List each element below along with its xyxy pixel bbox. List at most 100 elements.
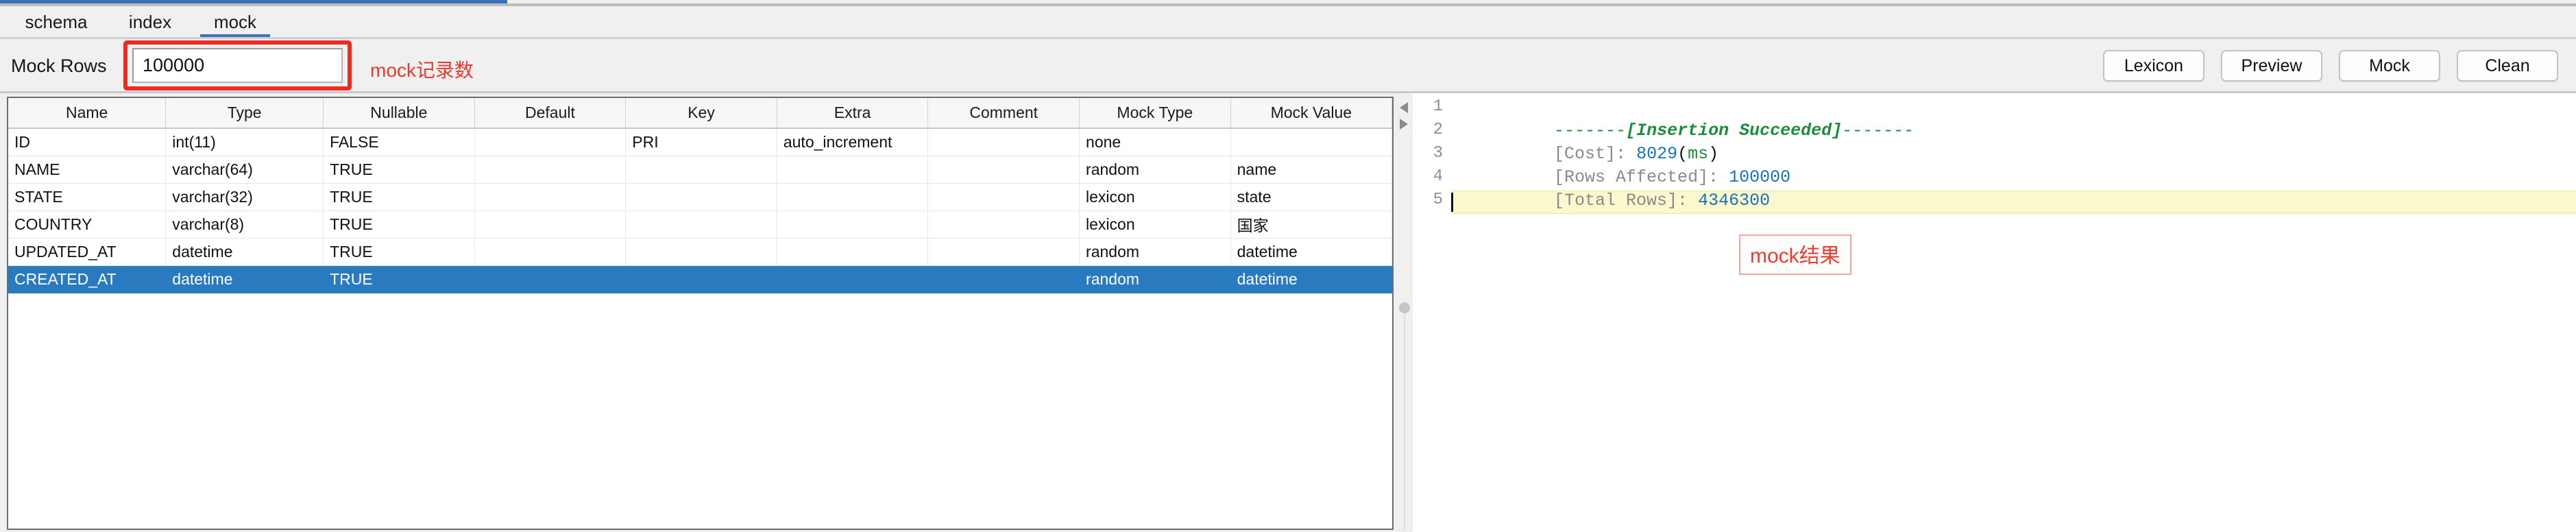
cell-default[interactable] bbox=[474, 156, 627, 184]
column-header-default[interactable]: Default bbox=[474, 98, 627, 129]
column-header-name[interactable]: Name bbox=[8, 98, 167, 129]
cell-default[interactable] bbox=[474, 183, 627, 211]
line-number: 4 bbox=[1433, 167, 1443, 186]
cell-mock-value[interactable]: state bbox=[1230, 183, 1392, 211]
table-row[interactable]: UPDATED_AT datetime TRUE random datetime bbox=[8, 238, 1392, 266]
cell-key[interactable] bbox=[625, 210, 777, 239]
cell-extra[interactable] bbox=[777, 210, 929, 239]
cell-comment[interactable] bbox=[927, 265, 1080, 293]
cell-name[interactable]: ID bbox=[8, 128, 167, 156]
cell-extra[interactable] bbox=[777, 265, 929, 293]
table-row[interactable]: NAME varchar(64) TRUE random name bbox=[8, 156, 1392, 184]
cell-nullable[interactable]: FALSE bbox=[323, 128, 475, 156]
cell-mock-value[interactable]: name bbox=[1230, 156, 1392, 184]
cell-extra[interactable] bbox=[777, 238, 929, 266]
column-header-type[interactable]: Type bbox=[165, 98, 324, 129]
cell-key[interactable]: PRI bbox=[625, 128, 777, 156]
column-header-mock-type[interactable]: Mock Type bbox=[1079, 98, 1231, 129]
table-row[interactable]: STATE varchar(32) TRUE lexicon state bbox=[8, 183, 1392, 211]
mock-rows-input[interactable] bbox=[132, 48, 343, 83]
collapse-left-arrow-icon[interactable] bbox=[1400, 102, 1408, 113]
mock-output-console[interactable]: 1 2 3 4 5 -------[Insertion Succeeded]--… bbox=[1413, 93, 2576, 532]
line1-title: [Insertion Succeeded] bbox=[1626, 121, 1843, 141]
cell-mock-value[interactable]: datetime bbox=[1230, 265, 1392, 293]
splitter-line bbox=[1404, 315, 1405, 530]
cell-nullable[interactable]: TRUE bbox=[323, 265, 475, 293]
panel-splitter[interactable] bbox=[1396, 97, 1413, 530]
columns-grid-panel[interactable]: Name Type Nullable Default Key Extra Com… bbox=[7, 97, 1394, 530]
cell-mock-type[interactable]: lexicon bbox=[1079, 183, 1231, 211]
top-divider bbox=[0, 3, 2576, 6]
column-header-nullable[interactable]: Nullable bbox=[323, 98, 475, 129]
cell-name[interactable]: NAME bbox=[8, 156, 167, 184]
mock-toolbar: Mock Rows mock记录数 Lexicon Preview Mock C… bbox=[0, 39, 2576, 93]
tab-mock[interactable]: mock bbox=[191, 6, 280, 38]
window-accent-stub bbox=[0, 0, 507, 5]
cell-name[interactable]: COUNTRY bbox=[8, 210, 167, 239]
cell-type[interactable]: varchar(8) bbox=[165, 210, 324, 239]
cell-extra[interactable]: auto_increment bbox=[777, 128, 929, 156]
table-row[interactable]: ID int(11) FALSE PRI auto_increment none bbox=[8, 128, 1392, 156]
total-rows-label: [Total Rows]: bbox=[1554, 191, 1699, 210]
cell-type[interactable]: varchar(64) bbox=[165, 156, 324, 184]
cell-extra[interactable] bbox=[777, 183, 929, 211]
cell-default[interactable] bbox=[474, 210, 627, 239]
column-header-comment[interactable]: Comment bbox=[927, 98, 1080, 129]
lexicon-button[interactable]: Lexicon bbox=[2103, 50, 2204, 82]
cell-key[interactable] bbox=[625, 183, 777, 211]
cost-close-paren: ) bbox=[1708, 144, 1719, 164]
cell-nullable[interactable]: TRUE bbox=[323, 156, 475, 184]
cell-comment[interactable] bbox=[927, 238, 1080, 266]
cell-key[interactable] bbox=[625, 265, 777, 293]
preview-button[interactable]: Preview bbox=[2221, 50, 2322, 82]
cell-mock-value[interactable] bbox=[1230, 128, 1392, 156]
tab-schema[interactable]: schema bbox=[5, 6, 107, 38]
cell-mock-value[interactable]: 国家 bbox=[1230, 210, 1392, 239]
cell-mock-type[interactable]: random bbox=[1079, 156, 1231, 184]
cell-default[interactable] bbox=[474, 128, 627, 156]
column-header-extra[interactable]: Extra bbox=[777, 98, 929, 129]
collapse-right-arrow-icon[interactable] bbox=[1400, 119, 1408, 130]
cell-comment[interactable] bbox=[927, 128, 1080, 156]
columns-table: Name Type Nullable Default Key Extra Com… bbox=[8, 98, 1392, 293]
cell-type[interactable]: datetime bbox=[165, 265, 324, 293]
table-row-selected[interactable]: CREATED_AT datetime TRUE random datetime bbox=[8, 265, 1392, 293]
cell-extra[interactable] bbox=[777, 156, 929, 184]
splitter-grip-icon[interactable] bbox=[1399, 302, 1410, 313]
cell-nullable[interactable]: TRUE bbox=[323, 210, 475, 239]
cell-name[interactable]: UPDATED_AT bbox=[8, 238, 167, 266]
cell-nullable[interactable]: TRUE bbox=[323, 183, 475, 211]
cell-mock-type[interactable]: random bbox=[1079, 238, 1231, 266]
clean-button[interactable]: Clean bbox=[2457, 50, 2558, 82]
cell-key[interactable] bbox=[625, 238, 777, 266]
column-header-mock-value[interactable]: Mock Value bbox=[1230, 98, 1392, 129]
cell-comment[interactable] bbox=[927, 210, 1080, 239]
cell-key[interactable] bbox=[625, 156, 777, 184]
tab-bar: schema index mock bbox=[0, 6, 2576, 38]
line-number: 5 bbox=[1433, 191, 1443, 209]
line-number: 1 bbox=[1433, 97, 1443, 116]
tab-index-label: index bbox=[128, 12, 172, 32]
cell-comment[interactable] bbox=[927, 183, 1080, 211]
cell-type[interactable]: varchar(32) bbox=[165, 183, 324, 211]
cell-mock-value[interactable]: datetime bbox=[1230, 238, 1392, 266]
cell-nullable[interactable]: TRUE bbox=[323, 238, 475, 266]
cell-type[interactable]: datetime bbox=[165, 238, 324, 266]
table-row[interactable]: COUNTRY varchar(8) TRUE lexicon 国家 bbox=[8, 210, 1392, 239]
cell-mock-type[interactable]: none bbox=[1079, 128, 1231, 156]
cell-type[interactable]: int(11) bbox=[165, 128, 324, 156]
mock-button[interactable]: Mock bbox=[2339, 50, 2440, 82]
cell-name[interactable]: CREATED_AT bbox=[8, 265, 167, 293]
cost-unit: ms bbox=[1688, 144, 1709, 164]
cell-comment[interactable] bbox=[927, 156, 1080, 184]
column-header-key[interactable]: Key bbox=[625, 98, 777, 129]
cell-default[interactable] bbox=[474, 238, 627, 266]
cell-mock-type[interactable]: random bbox=[1079, 265, 1231, 293]
tab-index[interactable]: index bbox=[108, 6, 192, 38]
console-text-area[interactable]: -------[Insertion Succeeded]------- [Cos… bbox=[1451, 93, 2576, 532]
cell-mock-type[interactable]: lexicon bbox=[1079, 210, 1231, 239]
cell-default[interactable] bbox=[474, 265, 627, 293]
cell-name[interactable]: STATE bbox=[8, 183, 167, 211]
total-rows-value: 4346300 bbox=[1698, 191, 1771, 210]
